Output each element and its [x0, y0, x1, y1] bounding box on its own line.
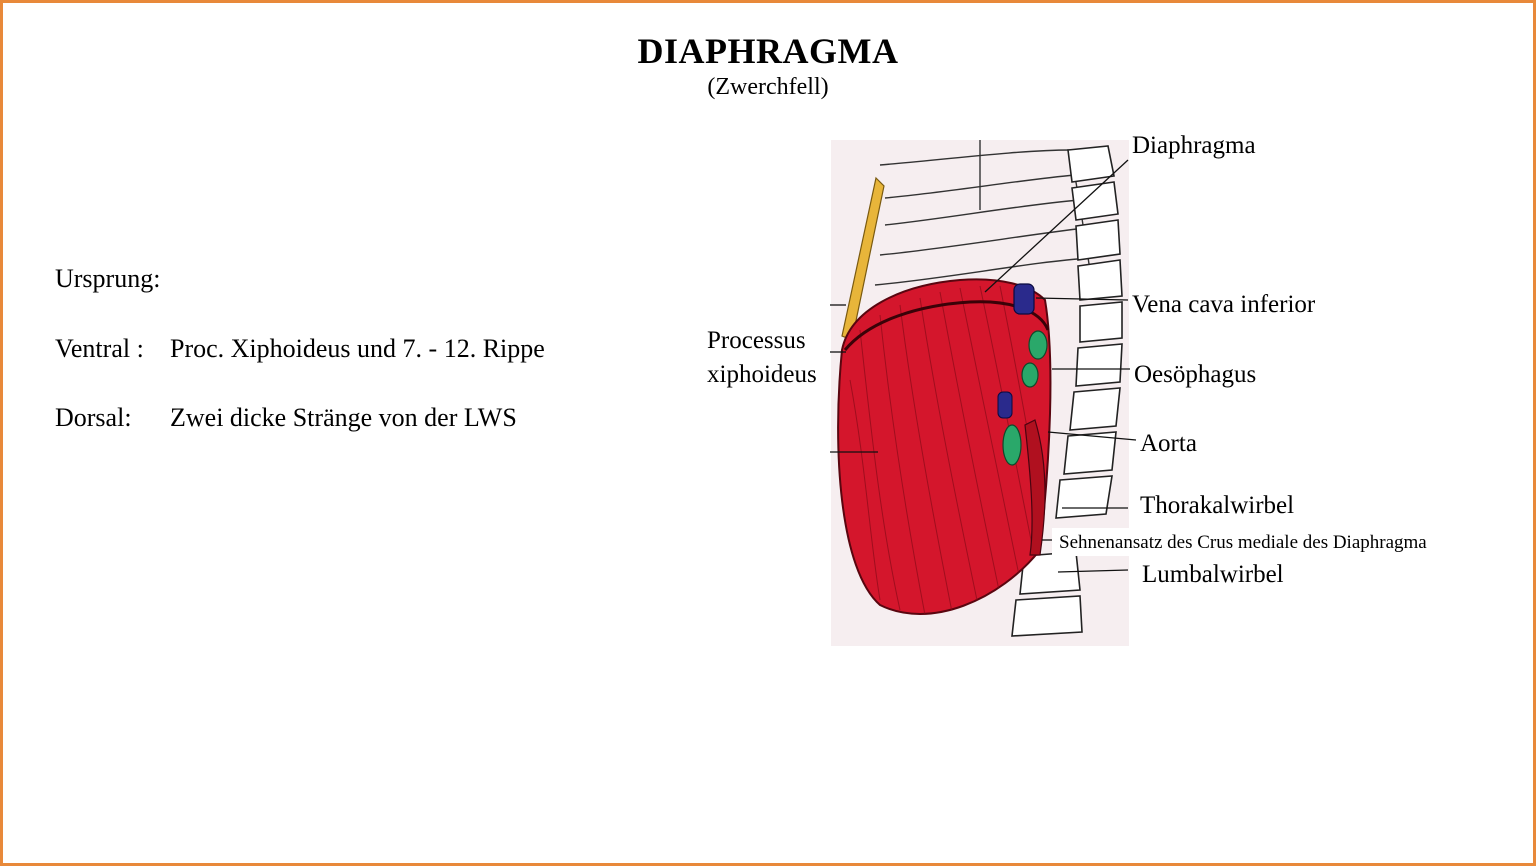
crus-tendon: [1024, 419, 1046, 556]
label-plate: [1052, 528, 1464, 556]
dorsal-text: Zwei dicke Stränge von der LWS: [170, 403, 517, 432]
slide-title: DIAPHRAGMA: [637, 31, 899, 71]
vena-cava-shape: [997, 283, 1035, 419]
label-sehnenansatz: Sehnenansatz des Crus mediale des Diaphr…: [1059, 532, 1427, 553]
ventral-text: Proc. Xiphoideus und 7. - 12. Rippe: [170, 334, 545, 363]
slide-subtitle: (Zwerchfell): [707, 74, 829, 100]
diaphragm-muscle: [837, 278, 1052, 615]
label-diaphragma: Diaphragma: [1132, 132, 1256, 159]
label-oesophagus: Oesöphagus: [1134, 361, 1257, 388]
ventral-label: Ventral :: [55, 334, 144, 363]
dorsal-label: Dorsal:: [55, 403, 132, 432]
label-xiphoideus: xiphoideus: [707, 361, 817, 388]
label-aorta: Aorta: [1140, 430, 1197, 457]
label-lumbalwirbel: Lumbalwirbel: [1142, 561, 1284, 588]
label-processus: Processus: [707, 327, 806, 354]
label-vena-cava-inferior: Vena cava inferior: [1132, 291, 1316, 318]
origin-heading: Ursprung:: [55, 264, 161, 293]
label-thorakalwirbel: Thorakalwirbel: [1140, 492, 1295, 519]
oesophagus-shape: [1002, 330, 1048, 466]
leader-lines: [830, 159, 1137, 573]
rib-cage: [874, 140, 1091, 286]
vertebral-column: [1011, 145, 1123, 637]
